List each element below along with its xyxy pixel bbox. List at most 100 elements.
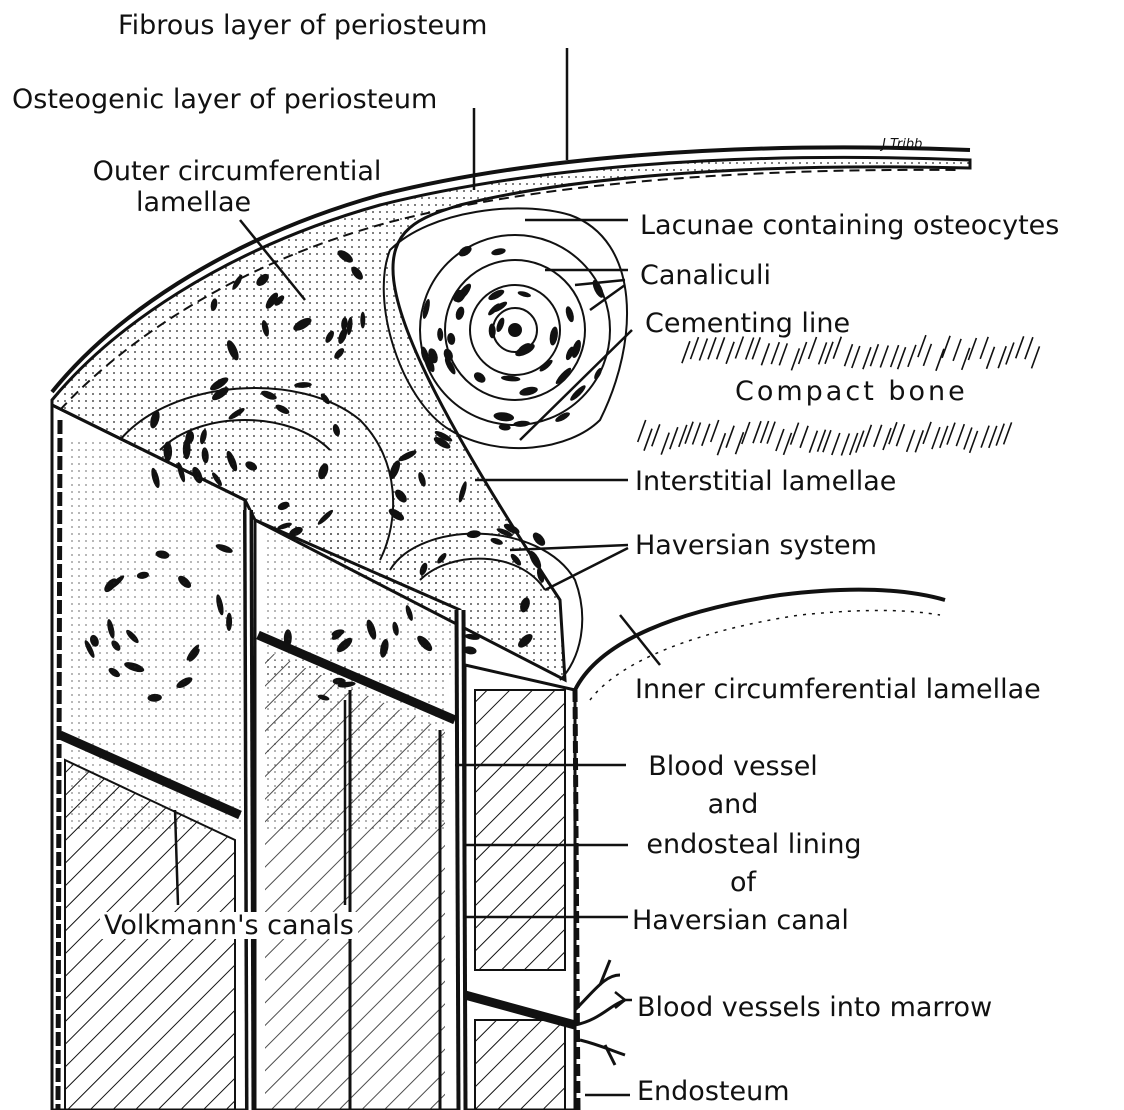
hatch-stroke <box>717 337 725 359</box>
leader-arrowheads <box>615 992 625 1008</box>
hatch-stroke <box>942 336 950 358</box>
hatch-stroke <box>726 342 734 364</box>
hatch-stroke <box>908 345 916 367</box>
label-inner-circumferential: Inner circumferential lamellae <box>635 676 1041 703</box>
hatch-stroke <box>832 433 840 455</box>
haversian-system-top <box>420 235 610 425</box>
marrow-blood-vessels <box>575 960 625 1065</box>
hatch-stroke <box>898 347 906 369</box>
hatch-stroke <box>779 343 787 365</box>
label-haversian-canal: Haversian canal <box>632 907 849 934</box>
hatch-stroke <box>923 422 931 444</box>
label-fibrous-periosteum: Fibrous layer of periosteum <box>118 12 487 39</box>
hatch-stroke <box>953 339 961 361</box>
hatch-stroke <box>964 428 972 450</box>
hatch-stroke <box>852 346 860 368</box>
hatch-stroke <box>981 426 989 448</box>
hatch-stroke <box>682 341 690 363</box>
osteocyte-mark <box>517 290 531 298</box>
hatch-stroke <box>989 426 997 448</box>
hatch-stroke <box>638 420 646 442</box>
osteocyte-mark <box>519 385 539 397</box>
label-compact-bone: Compact bone <box>735 378 968 405</box>
label-blood-vessel-line4: of <box>628 869 858 896</box>
artist-signature: J.Tribb <box>882 138 922 151</box>
osteocyte-mark <box>454 306 466 321</box>
hatch-stroke <box>845 344 853 366</box>
hatch-stroke <box>761 343 769 365</box>
label-outer-circumferential-line1: Outer circumferential <box>64 158 410 185</box>
osteocyte-mark <box>538 358 554 373</box>
hatch-stroke <box>918 335 926 357</box>
hatch-stroke <box>753 421 761 443</box>
hatch-stroke <box>998 346 1006 368</box>
osteocyte-mark <box>437 328 444 341</box>
hatch-stroke <box>791 348 799 370</box>
hatch-stroke <box>761 421 769 443</box>
label-outer-circumferential-line2: lamellae <box>136 189 410 216</box>
osteocyte-mark <box>568 383 587 402</box>
label-canaliculi: Canaliculi <box>640 262 771 289</box>
hatch-stroke <box>809 337 817 359</box>
label-interstitial-lamellae: Interstitial lamellae <box>635 468 896 495</box>
hatch-stroke <box>947 423 955 445</box>
hatch-stroke <box>771 342 779 364</box>
hatch-stroke <box>644 429 652 451</box>
label-lacunae: Lacunae containing osteocytes <box>640 212 1059 239</box>
hatch-stroke <box>661 433 669 455</box>
hatch-stroke <box>746 338 754 360</box>
osteocyte-mark <box>493 411 515 422</box>
hatch-stroke <box>996 424 1004 446</box>
hatch-stroke <box>841 434 849 456</box>
hatch-stroke <box>880 346 888 368</box>
osteocyte-mark <box>501 375 521 382</box>
hatch-stroke <box>883 428 891 450</box>
hatch-stroke <box>936 349 944 371</box>
hatch-stroke <box>874 425 882 447</box>
hatch-stroke <box>970 431 978 453</box>
hatch-stroke <box>735 337 743 359</box>
central-dots-panel <box>265 660 445 830</box>
hatch-stroke <box>699 339 707 361</box>
hatch-stroke <box>907 430 915 452</box>
label-cementing-line: Cementing line <box>645 310 850 337</box>
front-upper-panel <box>70 440 245 830</box>
hatch-stroke <box>889 422 897 444</box>
label-osteogenic-periosteum: Osteogenic layer of periosteum <box>12 86 437 113</box>
hatch-stroke <box>652 424 660 446</box>
hatch-stroke <box>800 426 808 448</box>
hatch-stroke <box>691 337 699 359</box>
hatch-stroke <box>670 427 678 449</box>
hatch-stroke <box>896 424 904 446</box>
hatch-stroke <box>987 347 995 369</box>
hatch-stroke <box>693 423 701 445</box>
osteocyte-mark <box>513 420 530 427</box>
volkmann-canal-vertical-left-inner <box>248 510 250 1110</box>
haversian-canal-vessel-inner <box>460 610 462 1110</box>
label-haversian-system: Haversian system <box>635 532 877 559</box>
hatch-stroke <box>809 431 817 453</box>
hatch-stroke <box>799 342 807 364</box>
hatch-stroke <box>708 337 716 359</box>
hatch-stroke <box>1032 346 1040 368</box>
hatch-stroke <box>702 424 710 446</box>
hatch-stroke <box>980 337 988 359</box>
left-edge-vessel <box>58 420 60 1110</box>
hatch-stroke <box>923 344 931 366</box>
hatch-stroke <box>711 420 719 442</box>
central-upper-panel <box>262 530 452 680</box>
hatch-stroke <box>891 345 899 367</box>
osteocyte-mark <box>564 305 575 323</box>
hatch-stroke <box>956 424 964 446</box>
osteocyte-mark <box>554 366 573 386</box>
hatch-stroke <box>752 337 760 359</box>
hatch-stroke <box>863 425 871 447</box>
label-volkmanns-canals: Volkmann's canals <box>100 912 358 939</box>
hatch-stroke <box>726 426 734 448</box>
label-endosteum: Endosteum <box>637 1078 790 1105</box>
hatch-stroke <box>915 430 923 452</box>
hatch-stroke <box>776 429 784 451</box>
hatch-stroke <box>1016 336 1024 358</box>
label-blood-vessel-line1: Blood vessel <box>628 753 838 780</box>
label-outer-circumferential: Outer circumferential lamellae <box>64 158 410 216</box>
